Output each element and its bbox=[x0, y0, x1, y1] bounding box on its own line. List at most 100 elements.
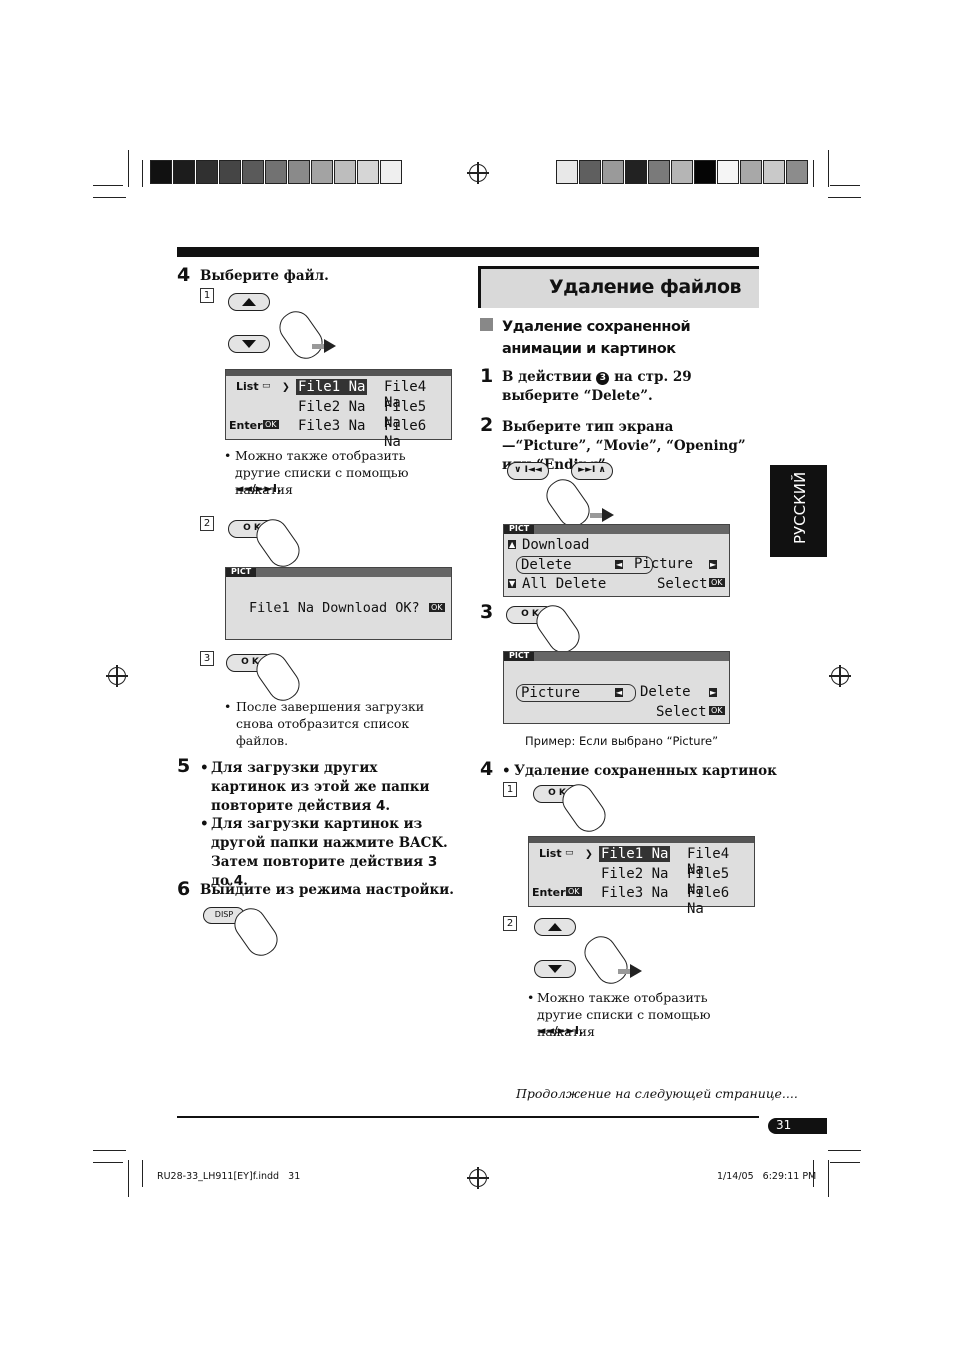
crop-mark bbox=[830, 185, 860, 186]
menu-all-delete: All Delete bbox=[522, 576, 607, 592]
confirm-text: File1 Na Download OK? bbox=[249, 600, 420, 616]
page-number-bg bbox=[768, 1118, 827, 1134]
substep-number: 3 bbox=[200, 651, 214, 666]
registration-mark-icon bbox=[106, 665, 128, 687]
ok-mini-icon: OK bbox=[263, 420, 279, 429]
lcd-delete-menu: PICT ▲ Download Delete ▼ All Delete ◄ Pi… bbox=[503, 524, 730, 597]
step-number: 4 bbox=[480, 758, 494, 780]
lcd-tag: PICT bbox=[509, 524, 530, 533]
date-info: 1/14/05 6:29:11 PM bbox=[717, 1171, 817, 1182]
ok-mini-icon: OK bbox=[709, 578, 725, 587]
file-cell: File3 Na bbox=[601, 885, 669, 901]
press-arrow-icon bbox=[630, 964, 642, 978]
crop-mark bbox=[142, 160, 143, 187]
lcd-tag: PICT bbox=[509, 651, 530, 660]
menu-picture: Picture bbox=[634, 556, 694, 572]
bullet: • bbox=[200, 816, 209, 832]
lcd-file-list: List Enter OK ▭ ❯ File1 Na File4 Na File… bbox=[225, 369, 452, 450]
note-text: После завершения загрузки снова отобрази… bbox=[236, 699, 425, 748]
up-mini-icon: ▲ bbox=[508, 540, 517, 549]
step-title: Выберите файл. bbox=[200, 268, 329, 284]
note-bullet: • bbox=[224, 448, 232, 463]
step-title: Выйдите из режима настройки. bbox=[200, 882, 454, 898]
pic-select: Select bbox=[656, 704, 707, 720]
file-cell: File1 Na bbox=[296, 379, 368, 395]
down-button[interactable] bbox=[228, 335, 270, 353]
caption: Пример: Если выбрано “Picture” bbox=[525, 734, 719, 748]
crop-mark bbox=[128, 150, 129, 187]
lcd-header bbox=[226, 568, 451, 577]
finger-icon bbox=[273, 305, 329, 365]
list-label: List bbox=[236, 380, 259, 393]
step-number: 3 bbox=[480, 601, 494, 623]
lcd-header bbox=[504, 652, 729, 661]
lcd-confirm: PICT File1 Na Download OK? OK bbox=[225, 567, 452, 640]
crop-mark bbox=[142, 1160, 143, 1187]
file-cell: File5 Na bbox=[384, 399, 427, 431]
list-label: List bbox=[539, 847, 562, 860]
prev-button[interactable]: ∨ I◄◄ bbox=[507, 462, 549, 480]
ok-mini-icon: OK bbox=[709, 706, 725, 715]
step5-item2: Для загрузки картинок из другой папки на… bbox=[211, 816, 448, 889]
crop-mark bbox=[128, 1160, 129, 1197]
skip-keys: ◄◄/►►I. bbox=[235, 482, 282, 495]
up-arrow-icon bbox=[548, 923, 562, 931]
note-bullet: • bbox=[224, 699, 232, 714]
note-bullet: • bbox=[527, 990, 535, 1005]
enter-label: Enter bbox=[532, 886, 566, 899]
substep-number: 2 bbox=[200, 516, 214, 531]
menu-delete: Delete bbox=[516, 556, 653, 574]
step-number: 1 bbox=[480, 365, 494, 387]
file-cell: File5 Na bbox=[687, 866, 730, 898]
press-arrow-tail bbox=[312, 344, 324, 349]
crop-mark bbox=[828, 1160, 829, 1197]
lcd-header bbox=[529, 837, 754, 843]
crop-mark bbox=[93, 197, 126, 198]
prev-mini-icon: ◄ bbox=[615, 688, 624, 697]
menu-download: Download bbox=[522, 537, 590, 553]
up-button[interactable] bbox=[534, 918, 576, 936]
language-tab-label: РУССКИЙ bbox=[791, 471, 809, 544]
next-mini-icon: ► bbox=[709, 560, 718, 569]
crop-mark bbox=[828, 150, 829, 187]
file-cell: File2 Na bbox=[298, 399, 366, 415]
prev-mini-icon: ◄ bbox=[615, 560, 624, 569]
down-arrow-icon bbox=[548, 965, 562, 973]
down-button[interactable] bbox=[534, 960, 576, 978]
down-mini-icon: ▼ bbox=[508, 579, 517, 588]
crop-mark bbox=[93, 1162, 123, 1163]
crop-mark bbox=[93, 1150, 126, 1151]
file-cell: File6 Na bbox=[687, 885, 730, 917]
ok-mini-icon: OK bbox=[566, 887, 582, 896]
lcd-header bbox=[226, 370, 451, 376]
press-arrow-icon bbox=[602, 508, 614, 522]
next-mini-icon: ► bbox=[709, 688, 718, 697]
press-arrow-tail bbox=[590, 513, 602, 518]
press-arrow-icon bbox=[324, 339, 336, 353]
crop-mark bbox=[828, 197, 861, 198]
enter-label: Enter bbox=[229, 419, 263, 432]
press-arrow-tail bbox=[618, 969, 630, 974]
up-button[interactable] bbox=[228, 293, 270, 311]
next-button[interactable]: ►►I ∧ bbox=[571, 462, 613, 480]
step-number: 5 bbox=[177, 755, 191, 777]
crop-mark bbox=[830, 1162, 860, 1163]
lcd-header bbox=[504, 525, 729, 534]
bullet: • bbox=[502, 763, 511, 779]
continue-note: Продолжение на следующей странице.... bbox=[516, 1086, 798, 1101]
folder-mini-icon: ▭ bbox=[565, 848, 574, 858]
step-number: 6 bbox=[177, 878, 191, 900]
crop-mark bbox=[93, 185, 123, 186]
skip-keys: ◄◄/►►I. bbox=[537, 1024, 584, 1037]
language-tab bbox=[770, 465, 827, 557]
note-text: Можно также отобразить другие списки с п… bbox=[235, 448, 409, 497]
crop-mark bbox=[813, 1160, 814, 1187]
file-cell: File2 Na bbox=[601, 866, 669, 882]
lcd-file-list: List Enter OK ▭ ❯ File1 Na File4 Na File… bbox=[528, 836, 755, 917]
step4-text: Удаление сохраненных картинок bbox=[514, 763, 777, 779]
file-cell: File1 Na bbox=[599, 846, 671, 862]
substep-number: 1 bbox=[503, 782, 517, 797]
section-header bbox=[478, 266, 759, 308]
subsection-title: Удаление сохраненной анимации и картинок bbox=[502, 319, 691, 357]
square-bullet-icon bbox=[480, 318, 493, 331]
